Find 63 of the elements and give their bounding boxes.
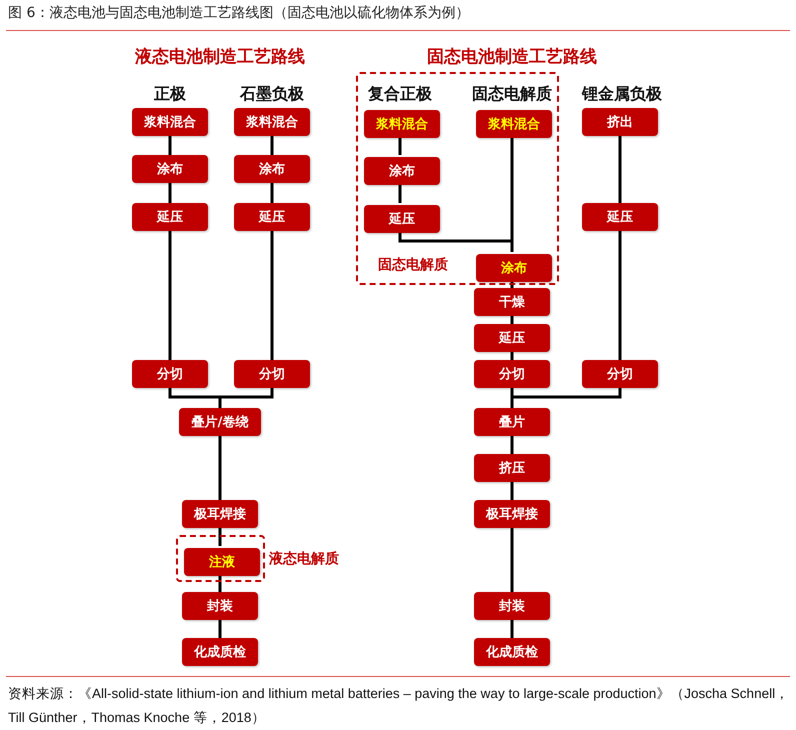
process-step-box: 延压 — [364, 205, 440, 233]
process-step-box: 分切 — [582, 360, 658, 388]
process-step-box: 化成质检 — [474, 638, 550, 666]
connector-line — [510, 528, 514, 592]
process-step-box: 涂布 — [476, 254, 552, 282]
process-step-box: 极耳焊接 — [182, 500, 258, 528]
connector-line — [218, 388, 274, 408]
process-step-box: 浆料混合 — [234, 108, 310, 136]
process-step-box: 浆料混合 — [132, 108, 208, 136]
process-step-box: 涂布 — [364, 157, 440, 185]
process-step-box: 叠片/卷绕 — [179, 408, 261, 436]
section-title: 液态电池制造工艺路线 — [135, 46, 305, 68]
connector-line — [168, 136, 172, 155]
process-step-box: 挤出 — [582, 108, 658, 136]
process-step-box: 涂布 — [234, 155, 310, 183]
connector-line — [510, 316, 514, 324]
process-step-box: 延压 — [582, 203, 658, 231]
column-heading: 正极 — [154, 84, 186, 105]
figure-title: 图 6：液态电池与固态电池制造工艺路线图（固态电池以硫化物体系为例） — [8, 4, 470, 22]
connector-line — [618, 136, 622, 203]
column-heading: 锂金属负极 — [582, 84, 662, 105]
connector-line — [510, 352, 514, 360]
process-step-box: 分切 — [474, 360, 550, 388]
connector-line — [270, 136, 274, 155]
connector-line — [168, 231, 172, 360]
process-step-box: 封装 — [474, 592, 550, 620]
process-step-box: 注液 — [184, 548, 260, 576]
connector-line — [398, 183, 402, 203]
process-step-box: 延压 — [132, 203, 208, 231]
column-heading: 复合正极 — [368, 84, 432, 105]
process-step-box: 干燥 — [474, 288, 550, 316]
connector-line — [218, 620, 222, 638]
process-step-box: 浆料混合 — [364, 110, 440, 138]
connector-line — [270, 231, 274, 360]
process-step-box: 延压 — [234, 203, 310, 231]
process-step-box: 挤压 — [474, 454, 550, 482]
dashed-group-frame — [356, 72, 559, 285]
connector-line — [168, 183, 172, 203]
section-title: 固态电池制造工艺路线 — [427, 46, 597, 68]
connector-line — [218, 436, 222, 500]
side-label: 液态电解质 — [269, 550, 339, 568]
process-step-box: 叠片 — [474, 408, 550, 436]
connector-line — [398, 136, 402, 155]
connector-line — [510, 436, 514, 454]
process-step-box: 化成质检 — [182, 638, 258, 666]
connector-line — [618, 231, 622, 360]
column-heading: 固态电解质 — [472, 84, 552, 105]
source-note: 资料来源：《All-solid-state lithium-ion and lithium metal batteries – paving the way to large-scale production》（Joscha Schnell，Till Günther，Thomas Knoche 等，2018） — [8, 685, 790, 727]
process-step-box: 极耳焊接 — [474, 500, 550, 528]
connector-line — [270, 183, 274, 203]
group-label: 固态电解质 — [378, 256, 448, 274]
connector-line — [218, 528, 222, 546]
process-step-box: 封装 — [182, 592, 258, 620]
process-step-box: 延压 — [474, 324, 550, 352]
connector-line — [218, 574, 222, 592]
process-step-box: 分切 — [132, 360, 208, 388]
connector-line — [510, 620, 514, 638]
column-heading: 石墨负极 — [240, 84, 304, 105]
process-step-box: 分切 — [234, 360, 310, 388]
process-step-box: 浆料混合 — [476, 110, 552, 138]
connector-line — [510, 388, 622, 408]
process-step-box: 涂布 — [132, 155, 208, 183]
connector-line — [510, 482, 514, 500]
